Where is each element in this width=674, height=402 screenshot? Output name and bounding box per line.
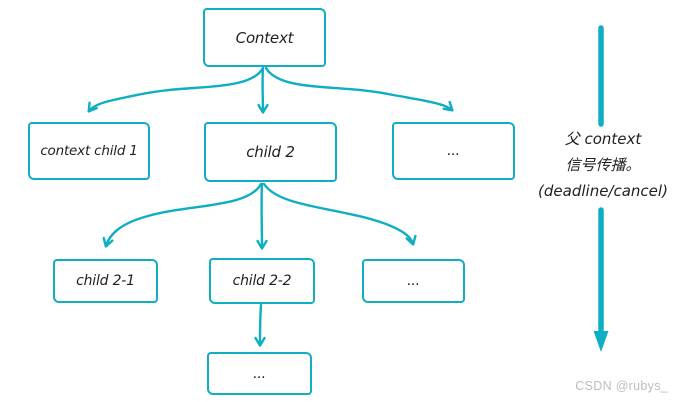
arrow-child22-to-grandchild: [254, 303, 266, 347]
node-child-2-2-label: child 2-2: [232, 273, 292, 289]
node-ellipsis-level2: ...: [392, 122, 515, 180]
csdn-watermark: CSDN @rubys_: [575, 379, 668, 393]
arrow-child2-to-child23: [262, 182, 417, 246]
node-child-2-1-label: child 2-1: [76, 273, 135, 289]
propagation-arrowhead: [593, 331, 609, 352]
node-child-2-2: child 2-2: [209, 258, 315, 304]
annotation-line-3: (deadline/cancel): [538, 182, 668, 200]
node-ellipsis-level3: ...: [362, 259, 465, 303]
node-child-2: child 2: [204, 122, 337, 182]
propagation-annotation: 父 context 信号传播。 (deadline/cancel): [533, 126, 673, 204]
node-context-child-1: context child 1: [28, 122, 150, 180]
arrow-context-to-child1: [87, 66, 265, 113]
node-ellipsis-level4-label: ...: [253, 365, 266, 382]
node-ellipsis-level4: ...: [207, 352, 312, 395]
node-child-2-1: child 2-1: [53, 259, 158, 303]
arrow-child2-to-child21: [102, 182, 263, 248]
node-context-label: Context: [235, 28, 294, 47]
node-ellipsis-level3-label: ...: [407, 273, 420, 289]
node-context: Context: [203, 8, 326, 67]
annotation-line-1: 父 context: [564, 130, 642, 148]
annotation-line-2: 信号传播。: [565, 156, 641, 174]
node-context-child-1-label: context child 1: [40, 143, 138, 159]
node-child-2-label: child 2: [246, 143, 295, 161]
node-ellipsis-level2-label: ...: [447, 143, 460, 159]
arrow-context-to-child3: [264, 66, 454, 112]
